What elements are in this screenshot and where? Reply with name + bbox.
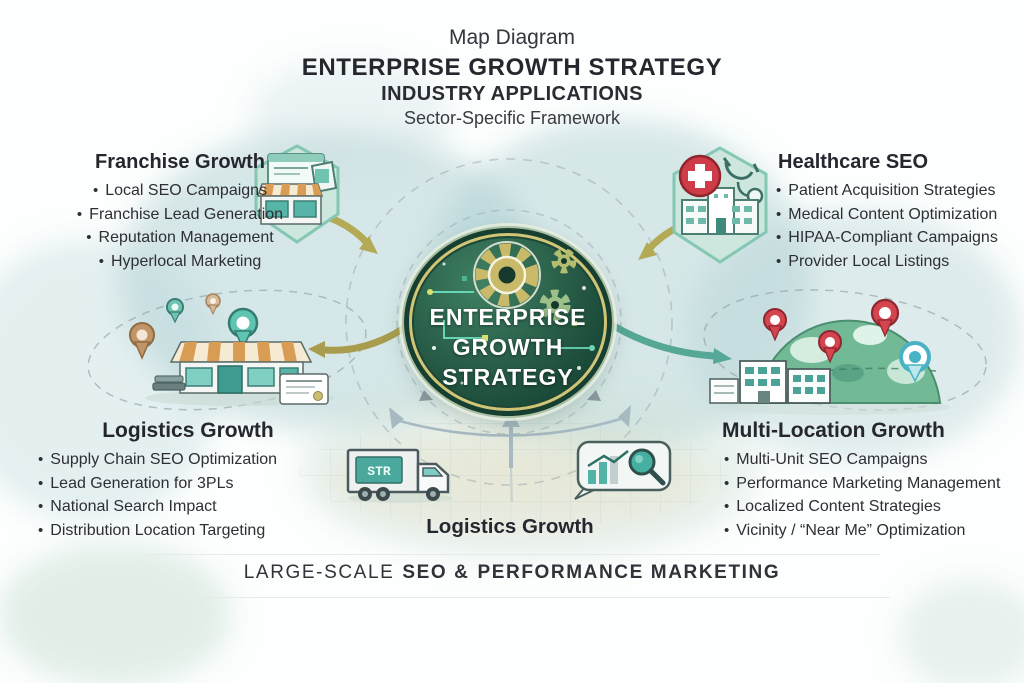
map-pin-icon [129,322,155,360]
logistics-growth-title: Logistics Growth [102,419,274,442]
list-item: Hyperlocal Marketing [18,250,342,274]
list-item: HIPAA-Compliant Campaigns [776,226,1022,250]
list-item: Performance Marketing Management [724,472,1022,496]
map-pin-icon [166,298,184,324]
franchise-growth-list: Local SEO Campaigns Franchise Lead Gener… [18,179,342,273]
teal-arrow-to-multilocation [610,322,732,364]
bottom-center-label: Logistics Growth [426,515,594,538]
list-item: Franchise Lead Generation [18,203,342,227]
gear-large-icon [473,241,541,309]
map-pin-icon [899,341,931,383]
certificate-icon [279,373,329,405]
map-pin-icon [870,298,900,338]
healthcare-seo-title: Healthcare SEO [778,151,929,173]
list-item: Reputation Management [18,226,342,250]
diagram-tagline: Sector-Specific Framework [403,108,621,128]
storefront-map-pins-icon [129,293,335,406]
office-buildings [709,360,831,404]
map-pin-icon [205,293,221,316]
globe-buildings-icon [709,298,950,415]
diagram-kicker: Map Diagram [448,26,576,49]
diagram-title: ENTERPRISE GROWTH STRATEGY [301,54,723,81]
right-scene-dashed-orbit [703,289,987,411]
hospital-badge-icon [672,146,768,264]
healthcare-seo-list: Patient Acquisition Strategies Medical C… [776,179,1022,273]
logistics-growth-list: Supply Chain SEO Optimization Lead Gener… [38,448,338,542]
list-item: Vicinity / “Near Me” Optimization [724,519,1022,543]
list-item: Supply Chain SEO Optimization [38,448,338,472]
list-item: National Search Impact [38,495,338,519]
list-item: Localized Content Strategies [724,495,1022,519]
list-item: Medical Content Optimization [776,203,1022,227]
list-item: Multi-Unit SEO Campaigns [724,448,1022,472]
footer-part-1: LARGE-SCALE [243,562,395,583]
truck-panel-text: STR [367,464,391,479]
diagram-subtitle: INDUSTRY APPLICATIONS [381,83,643,105]
bar-chart-icon [587,450,629,484]
magnifier-icon [628,448,666,486]
enterprise-growth-strategy-medallion: ENTERPRISE GROWTH STRATEGY [402,226,614,418]
gear-small-icon [539,289,571,321]
delivery-truck-icon: STR [346,448,452,503]
list-item: Patient Acquisition Strategies [776,179,1022,203]
medical-cross-icon [678,154,722,198]
gear-small-icon [551,248,577,274]
footer-divider-top [145,554,880,555]
analytics-bubble-icon [574,440,672,500]
map-pin-icon [818,330,842,364]
multi-location-growth-list: Multi-Unit SEO Campaigns Performance Mar… [724,448,1022,542]
footer-divider-bottom [135,597,890,598]
books-icon [152,375,186,391]
multi-location-growth-title: Multi-Location Growth [722,419,945,442]
list-item: Distribution Location Targeting [38,519,338,543]
footer-part-2: SEO & [402,562,470,583]
franchise-growth-title: Franchise Growth [94,151,266,173]
footer-banner: LARGE-SCALE SEO & PERFORMANCE MARKETING [0,562,1024,584]
map-pin-icon [763,308,787,342]
list-item: Local SEO Campaigns [18,179,342,203]
list-item: Provider Local Listings [776,250,1022,274]
list-item: Lead Generation for 3PLs [38,472,338,496]
center-label: ENTERPRISE GROWTH STRATEGY [429,304,587,390]
footer-part-3: PERFORMANCE MARKETING [477,562,781,583]
